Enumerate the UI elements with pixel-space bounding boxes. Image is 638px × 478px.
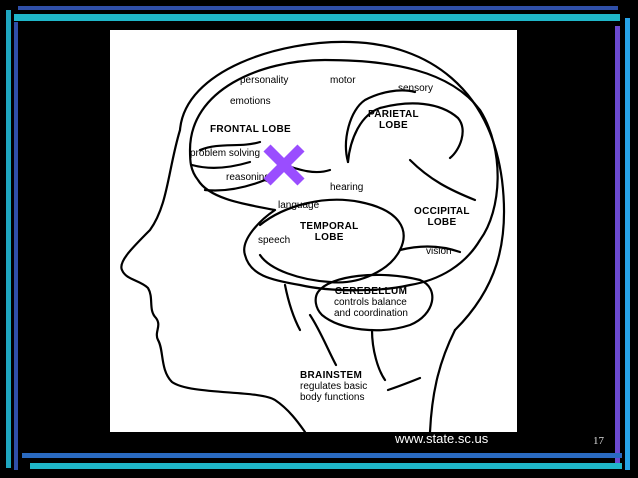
label-emotions: emotions (230, 96, 271, 107)
brain-diagram: personality motor sensory emotions PARIE… (110, 30, 517, 432)
label-brainstem: BRAINSTEM regulates basic body functions (300, 370, 368, 403)
frame-left-bar-outer (6, 10, 11, 468)
brainstem-pointer (386, 376, 422, 392)
brainstem-outline (308, 313, 387, 382)
label-motor: motor (330, 75, 356, 86)
label-sensory: sensory (398, 83, 434, 94)
slide-number: 17 (593, 435, 604, 447)
label-personality: personality (240, 75, 289, 86)
x-mark-icon (263, 144, 305, 186)
brain-drawing (120, 40, 506, 432)
label-problem-solving: problem solving (190, 148, 261, 159)
label-parietal-lobe: PARIETAL LOBE (368, 109, 419, 131)
source-caption: www.state.sc.us (395, 431, 489, 446)
neck-outline (428, 328, 457, 432)
label-frontal-lobe: FRONTAL LOBE (210, 124, 292, 135)
frame-top-line (18, 6, 618, 10)
label-occipital-lobe: OCCIPITAL LOBE (414, 206, 470, 228)
frame-top-bar (14, 14, 620, 21)
frame-left-bar-inner (14, 22, 18, 470)
label-temporal-lobe: TEMPORAL LOBE (300, 221, 359, 243)
label-vision: vision (426, 246, 452, 257)
label-cerebellum: CEREBELLUM controls balance and coordina… (334, 286, 408, 319)
frame-right-bar-outer (625, 18, 630, 470)
head-outline (120, 40, 506, 432)
cerebrum-outline (188, 58, 499, 292)
frame-bottom-line (22, 453, 622, 458)
cerebellum-outline (314, 273, 434, 332)
frame-bottom-bar (30, 463, 622, 469)
label-language: language (278, 200, 320, 211)
label-reasoning: reasoning (226, 172, 270, 183)
frame-right-bar-inner (615, 26, 620, 466)
central-sulcus (344, 89, 417, 164)
label-speech: speech (258, 235, 291, 246)
label-hearing: hearing (330, 182, 364, 193)
parietal-lobe-outline (346, 102, 464, 164)
